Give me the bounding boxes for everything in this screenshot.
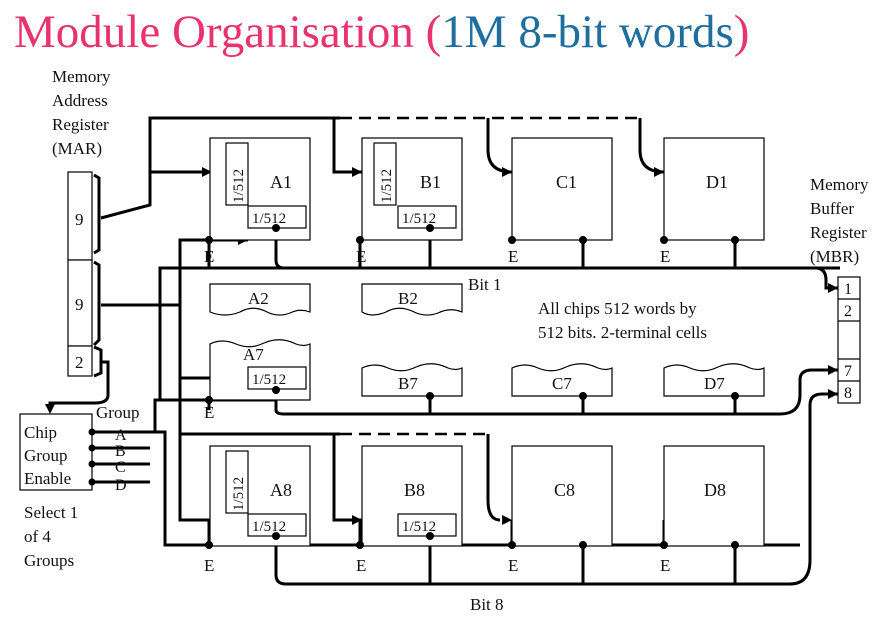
chip-b2: B2 bbox=[361, 283, 463, 316]
chip-label: A8 bbox=[270, 480, 292, 500]
chip-label: B1 bbox=[420, 172, 441, 192]
enable-labels: E E E E E E E E E bbox=[204, 247, 670, 575]
decoder-label: 1/512 bbox=[402, 519, 436, 535]
mbr-label-line-1: Memory bbox=[810, 175, 869, 194]
mar-label-line-3: Register bbox=[52, 115, 109, 134]
chip-label: B7 bbox=[398, 374, 418, 393]
chip-label: C8 bbox=[554, 480, 575, 500]
mbr-label-line-3: Register bbox=[810, 223, 867, 242]
enable-label: E bbox=[508, 556, 518, 575]
cge-label-line-3: Enable bbox=[24, 469, 71, 488]
group-line-b: B bbox=[115, 443, 126, 460]
chip-label: D1 bbox=[706, 172, 728, 192]
decoder-label: 1/512 bbox=[231, 477, 247, 511]
bit8-label: Bit 8 bbox=[470, 595, 504, 614]
decoder-label: 1/512 bbox=[402, 211, 436, 227]
chip-d8: D8 bbox=[663, 445, 765, 547]
chip-group-enable: Chip Group Enable Group A B C D Select 1… bbox=[19, 403, 139, 570]
mbr-bit-2: 2 bbox=[844, 303, 852, 320]
decoder-label: 1/512 bbox=[379, 169, 395, 203]
chip-label: B2 bbox=[398, 289, 418, 308]
decoder-label: 1/512 bbox=[252, 519, 286, 535]
bit1-label: Bit 1 bbox=[468, 275, 502, 294]
mar-label-line-1: Memory bbox=[52, 67, 111, 86]
chip-label: A2 bbox=[248, 289, 269, 308]
chip-c8: C8 bbox=[511, 445, 613, 547]
mbr-bit-7: 7 bbox=[844, 363, 852, 380]
mbr-label-line-4: (MBR) bbox=[810, 247, 859, 266]
mar-field-2: 9 bbox=[75, 295, 84, 314]
title-part3: ) bbox=[733, 6, 750, 58]
enable-label: E bbox=[204, 403, 214, 422]
chip-label: D7 bbox=[704, 374, 725, 393]
enable-label: E bbox=[660, 556, 670, 575]
cge-label-line-2: Group bbox=[24, 446, 67, 465]
page-title: Module Organisation (1M 8-bit words) bbox=[14, 4, 749, 60]
chip-label: A7 bbox=[243, 345, 264, 364]
enable-label: E bbox=[356, 247, 366, 266]
group-line-a: A bbox=[115, 427, 127, 444]
mbr-bit-8: 8 bbox=[844, 385, 852, 402]
enable-label: E bbox=[204, 556, 214, 575]
mar-field-1: 9 bbox=[75, 210, 84, 229]
cge-label-line-1: Chip bbox=[24, 423, 57, 442]
title-part2: 1M 8-bit words bbox=[441, 6, 734, 58]
select-caption-1: Select 1 bbox=[24, 503, 78, 522]
chip-d1: D1 bbox=[663, 137, 765, 241]
enable-label: E bbox=[660, 247, 670, 266]
mar-label-line-2: Address bbox=[52, 91, 108, 110]
decoder-label: 1/512 bbox=[252, 372, 286, 388]
title-part1: Module Organisation ( bbox=[14, 6, 442, 58]
enable-label: E bbox=[204, 247, 214, 266]
chip-a1: 1/512 1/512 A1 bbox=[209, 137, 311, 241]
enable-label: E bbox=[508, 247, 518, 266]
mbr-label-line-2: Buffer bbox=[810, 199, 854, 218]
mbr-register: 1 2 7 8 bbox=[837, 276, 861, 404]
chip-label: C1 bbox=[556, 172, 577, 192]
group-line-d: D bbox=[115, 477, 127, 494]
chip-c1: C1 bbox=[511, 137, 613, 241]
enable-label: E bbox=[356, 556, 366, 575]
mbr-label: Memory Buffer Register (MBR) bbox=[810, 175, 869, 266]
chip-label: D8 bbox=[704, 480, 726, 500]
mbr-bit-1: 1 bbox=[844, 281, 852, 298]
group-label: Group bbox=[96, 403, 139, 422]
chip-label: C7 bbox=[552, 374, 572, 393]
chip-a7: A7 1/512 bbox=[209, 339, 311, 401]
mar-label-line-4: (MAR) bbox=[52, 139, 102, 158]
chip-a8: 1/512 1/512 A8 bbox=[209, 445, 311, 547]
chip-b7: B7 bbox=[361, 363, 463, 397]
mar-field-3: 2 bbox=[75, 353, 84, 372]
chip-b1: 1/512 1/512 B1 bbox=[361, 137, 463, 241]
chip-c7: C7 bbox=[511, 363, 613, 397]
decoder-label: 1/512 bbox=[252, 211, 286, 227]
mar-label: Memory Address Register (MAR) bbox=[52, 67, 111, 158]
mar-register: 9 9 2 bbox=[67, 171, 93, 377]
chip-a2: A2 bbox=[209, 283, 311, 316]
note-line-1: All chips 512 words by bbox=[538, 299, 697, 318]
select-caption-2: of 4 bbox=[24, 527, 51, 546]
chip-label: B8 bbox=[404, 480, 425, 500]
decoder-label: 1/512 bbox=[231, 169, 247, 203]
note-line-2: 512 bits. 2-terminal cells bbox=[538, 323, 707, 342]
select-caption-3: Groups bbox=[24, 551, 74, 570]
chip-d7: D7 bbox=[663, 363, 765, 397]
junction-dots bbox=[205, 224, 739, 549]
chip-b8: 1/512 B8 bbox=[361, 445, 463, 547]
chip-label: A1 bbox=[270, 172, 292, 192]
group-line-c: C bbox=[115, 459, 126, 476]
